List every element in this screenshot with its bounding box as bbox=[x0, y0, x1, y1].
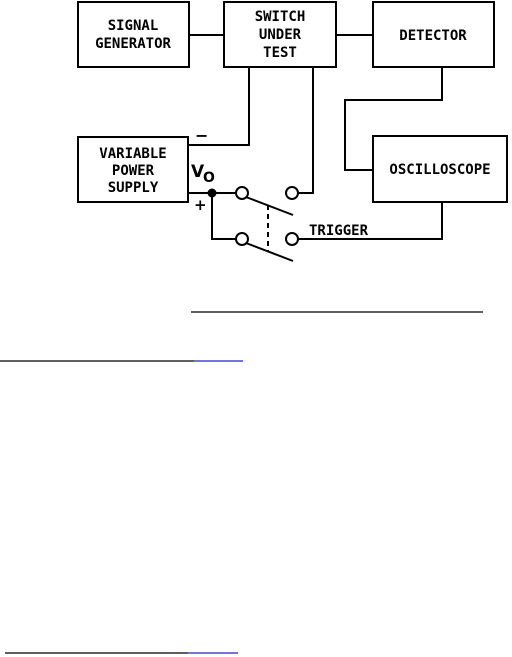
wire-node-to-lower-contact bbox=[211, 193, 236, 240]
wire-switch-to-supply-negative bbox=[188, 67, 250, 146]
switch-under-test-label-line3: TEST bbox=[263, 45, 297, 61]
lower-switch-blade bbox=[245, 242, 294, 262]
power-supply-label-line1: VARIABLE bbox=[99, 146, 166, 162]
junction-dot bbox=[207, 188, 217, 198]
trigger-label: TRIGGER bbox=[309, 223, 369, 239]
v-symbol: V bbox=[191, 162, 205, 182]
signal-generator-label-line2: GENERATOR bbox=[95, 36, 171, 52]
oscilloscope-label: OSCILLOSCOPE bbox=[389, 162, 490, 178]
detector-label: DETECTOR bbox=[399, 28, 467, 44]
switch-under-test-label-line2: UNDER bbox=[259, 27, 302, 43]
switch-under-test-label-line1: SWITCH bbox=[255, 9, 306, 25]
signal-generator-block: SIGNAL GENERATOR bbox=[77, 1, 190, 68]
power-supply-label-line2: POWER bbox=[112, 163, 155, 179]
upper-right-contact bbox=[285, 186, 299, 200]
wire-switch-to-upper-contact bbox=[298, 67, 314, 194]
upper-left-contact bbox=[235, 186, 249, 200]
switch-under-test-block: SWITCH UNDER TEST bbox=[223, 1, 337, 68]
circuit-wiring bbox=[188, 34, 443, 240]
wire-detector-to-oscilloscope bbox=[344, 67, 443, 171]
variable-power-supply-block: VARIABLE POWER SUPPLY bbox=[77, 136, 189, 203]
signal-generator-label-line1: SIGNAL bbox=[108, 18, 159, 34]
wire-trigger-to-oscilloscope bbox=[298, 202, 443, 240]
lower-right-contact bbox=[285, 232, 299, 246]
oscilloscope-block: OSCILLOSCOPE bbox=[372, 135, 508, 203]
detector-block: DETECTOR bbox=[372, 1, 495, 68]
plus-sign: + bbox=[194, 196, 207, 214]
lower-left-contact bbox=[235, 232, 249, 246]
v-subscript: O bbox=[203, 170, 215, 186]
power-supply-label-line3: SUPPLY bbox=[108, 180, 159, 196]
upper-switch-blade bbox=[245, 196, 294, 216]
minus-sign: − bbox=[195, 126, 208, 145]
ganged-switch bbox=[235, 186, 299, 262]
